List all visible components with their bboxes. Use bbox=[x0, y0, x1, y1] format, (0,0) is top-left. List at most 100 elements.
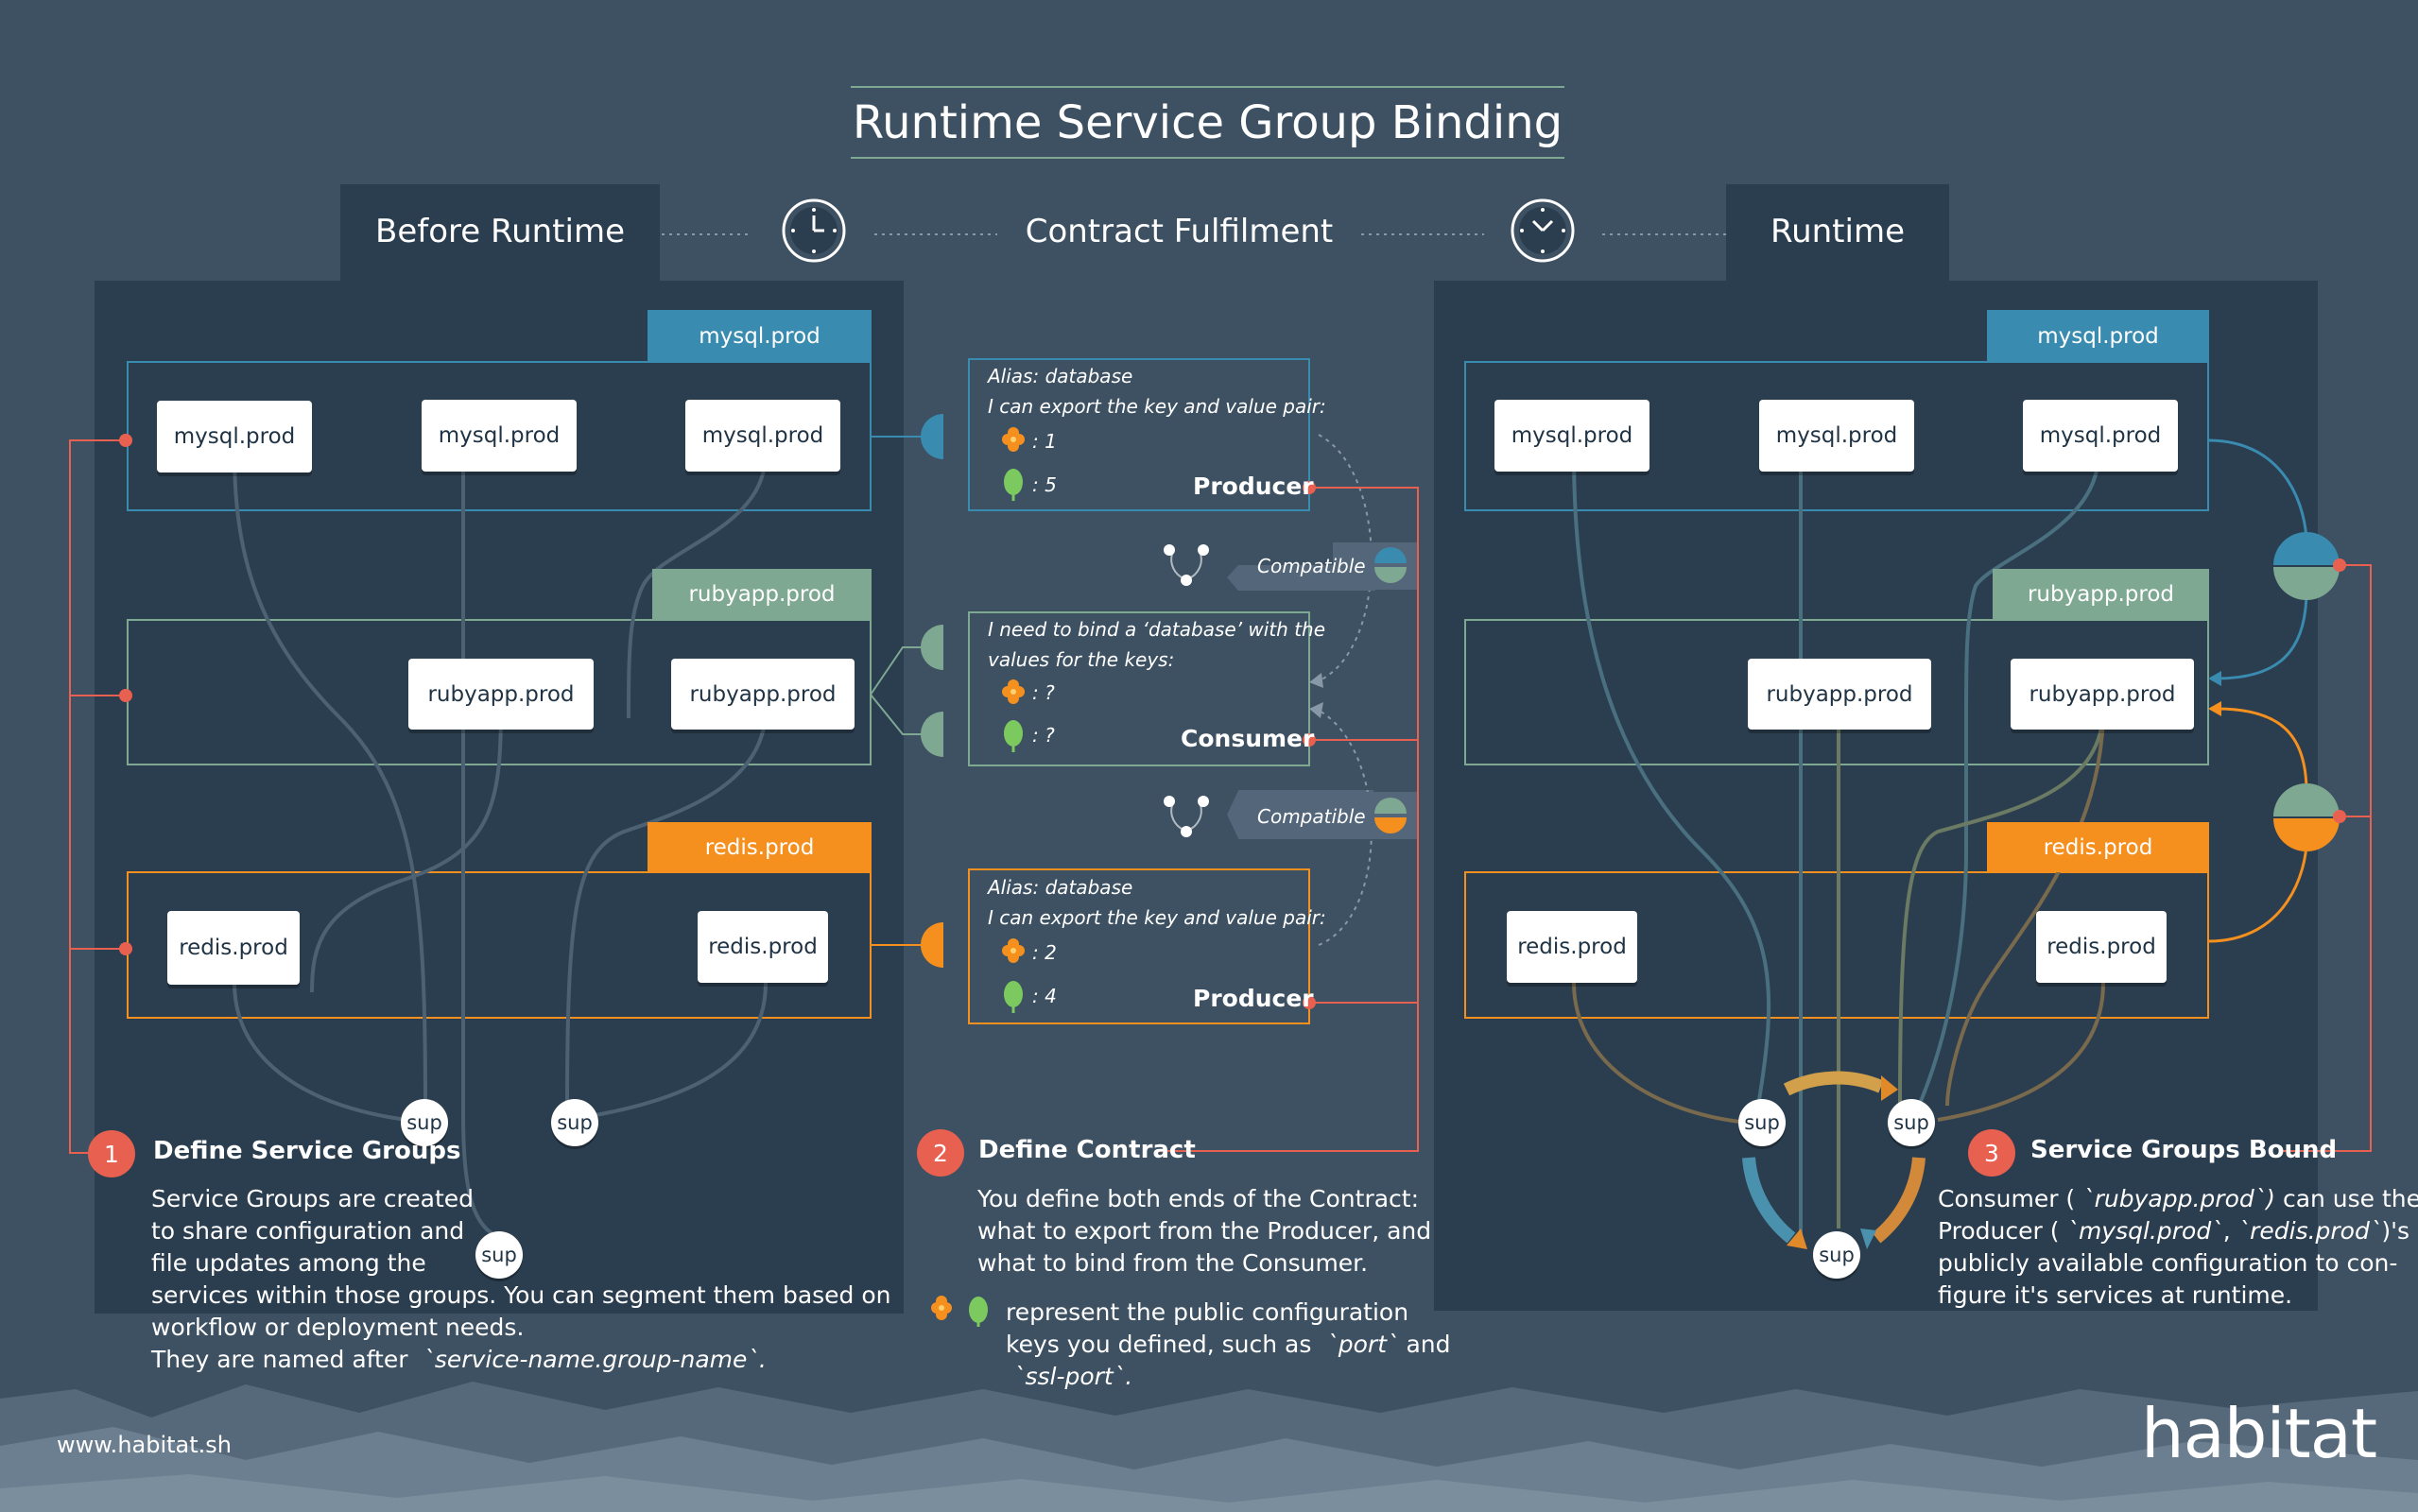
legend-code: `ssl-port`. bbox=[1012, 1363, 1133, 1390]
clock-icon bbox=[782, 198, 846, 263]
compatible-label: Compatible bbox=[1257, 555, 1366, 577]
service-chip-rubyapp: rubyapp.prod bbox=[408, 659, 594, 730]
binding-nodes bbox=[2273, 532, 2340, 851]
mountain-background bbox=[0, 1382, 2418, 1512]
producer-key-value: : 4 bbox=[1032, 985, 1057, 1007]
service-chip-redis: redis.prod bbox=[2036, 911, 2167, 983]
supervisor-ring-arrows bbox=[1742, 1071, 1926, 1244]
service-chip-mysql: mysql.prod bbox=[422, 400, 577, 472]
step-description-line: figure it's services at runtime. bbox=[1938, 1281, 2293, 1309]
leaf-icon bbox=[969, 1297, 988, 1327]
legend-line: `ssl-port`. bbox=[1006, 1361, 1451, 1393]
step-description-line: workflow or deployment needs. bbox=[151, 1314, 525, 1341]
contract-connectors bbox=[870, 414, 943, 968]
service-chip-mysql: mysql.prod bbox=[1494, 400, 1649, 472]
legend-line: keys you defined, such as `port` and bbox=[1006, 1329, 1451, 1361]
step-description: You define both ends of the Contract: wh… bbox=[977, 1183, 1431, 1280]
consumer-code: `rubyapp.prod`) bbox=[2082, 1185, 2275, 1212]
spinner-arcs bbox=[1170, 553, 1202, 831]
legend-line: represent the public configuration bbox=[1006, 1298, 1409, 1326]
legend-code: `port` bbox=[1326, 1331, 1399, 1358]
compatible-tag-2 bbox=[1333, 792, 1418, 839]
supervisor-node: sup bbox=[475, 1231, 523, 1279]
clock-icon bbox=[1511, 198, 1575, 263]
supervisor-ring-arrowheads bbox=[1787, 1075, 1898, 1249]
step-description-line: publicly available configuration to con- bbox=[1938, 1249, 2398, 1277]
producer-key-value: : 1 bbox=[1032, 430, 1057, 453]
compatibility-curves bbox=[1315, 434, 1373, 946]
producer-description: I can export the key and value pair: bbox=[988, 906, 1326, 929]
footer-url[interactable]: www.habitat.sh bbox=[57, 1432, 233, 1458]
group-tag-redis: redis.prod bbox=[1987, 822, 2209, 872]
step-description-line: You define both ends of the Contract: bbox=[977, 1185, 1420, 1212]
flower-icon bbox=[1002, 938, 1025, 963]
leaf-icon bbox=[1004, 469, 1023, 501]
compatibility-arrowheads bbox=[1309, 673, 1323, 718]
group-tag-mysql: mysql.prod bbox=[1987, 310, 2209, 362]
naming-code: `service-name.group-name`. bbox=[423, 1346, 767, 1373]
compatible-label: Compatible bbox=[1257, 805, 1366, 828]
producer-alias: Alias: database bbox=[988, 365, 1133, 387]
group-tag-mysql: mysql.prod bbox=[648, 310, 872, 362]
step-description: Consumer ( `rubyapp.prod`) can use the P… bbox=[1938, 1183, 2418, 1312]
phase-before-runtime: Before Runtime bbox=[375, 213, 625, 250]
compatible-tag-1 bbox=[1227, 542, 1418, 591]
service-chip-mysql: mysql.prod bbox=[1759, 400, 1914, 472]
binding-arrowheads bbox=[2208, 671, 2221, 716]
service-chip-redis: redis.prod bbox=[1507, 911, 1637, 983]
step-description-line: Consumer ( `rubyapp.prod`) can use the bbox=[1938, 1183, 2418, 1215]
producer-key-value: : 2 bbox=[1032, 941, 1057, 964]
leaf-icon bbox=[1004, 720, 1023, 752]
step-description-line: Producer ( `mysql.prod`, `redis.prod`)'s bbox=[1938, 1215, 2418, 1247]
service-chip-redis: redis.prod bbox=[698, 911, 828, 983]
gossip-lines-right bbox=[1572, 453, 2105, 1238]
step-legend: represent the public configuration keys … bbox=[1006, 1297, 1451, 1393]
step-description-line: Service Groups are created bbox=[151, 1185, 475, 1212]
service-chip-rubyapp: rubyapp.prod bbox=[1748, 659, 1931, 730]
producer-card-mysql bbox=[968, 358, 1310, 511]
service-chip-mysql: mysql.prod bbox=[157, 401, 312, 472]
step-title: Service Groups Bound bbox=[2030, 1136, 2338, 1164]
step-description: Service Groups are created to share conf… bbox=[151, 1183, 891, 1376]
runtime-bracket-dots bbox=[2333, 558, 2346, 823]
consumer-text: can use the bbox=[2282, 1185, 2418, 1212]
producer-code: `mysql.prod` bbox=[2066, 1217, 2223, 1245]
step-description-line: what to export from the Producer, and bbox=[977, 1217, 1432, 1245]
contract-bracket bbox=[1158, 487, 1419, 1152]
producer-role-label: Producer bbox=[1193, 472, 1314, 500]
supervisor-node: sup bbox=[1813, 1231, 1860, 1279]
supervisor-node: sup bbox=[401, 1099, 448, 1146]
service-chip-mysql: mysql.prod bbox=[2023, 400, 2178, 472]
consumer-description: I need to bind a ‘database’ with the bbox=[988, 618, 1326, 641]
consumer-role-label: Consumer bbox=[1181, 725, 1315, 752]
producer-role-label: Producer bbox=[1193, 985, 1314, 1012]
step-description-line: file updates among the bbox=[151, 1249, 426, 1277]
mysql-group-box bbox=[1464, 361, 2209, 511]
flower-icon bbox=[931, 1296, 952, 1320]
compatibility-spinner bbox=[1164, 544, 1209, 837]
producer-code: `redis.prod` bbox=[2237, 1217, 2382, 1245]
step-description-line: services within those groups. You can se… bbox=[151, 1281, 891, 1309]
step-description-line: what to bind from the Consumer. bbox=[977, 1249, 1369, 1277]
legend-text: keys you defined, such as bbox=[1006, 1331, 1312, 1358]
step-title: Define Contract bbox=[978, 1136, 1196, 1164]
producer-alias: Alias: database bbox=[988, 876, 1133, 899]
consumer-key-value: : ? bbox=[1032, 724, 1055, 747]
naming-text: They are named after bbox=[151, 1346, 408, 1373]
consumer-text: Consumer ( bbox=[1938, 1185, 2076, 1212]
producer-description: I can export the key and value pair: bbox=[988, 395, 1326, 418]
legend-text: and bbox=[1406, 1331, 1451, 1358]
supervisor-node: sup bbox=[551, 1099, 598, 1146]
step-description-line: to share configuration and bbox=[151, 1217, 465, 1245]
group-tag-rubyapp: rubyapp.prod bbox=[1993, 569, 2209, 620]
step-title: Define Service Groups bbox=[153, 1137, 461, 1165]
producer-text: )'s bbox=[2381, 1217, 2410, 1245]
service-chip-mysql: mysql.prod bbox=[685, 400, 840, 472]
step-description-line: They are named after `service-name.group… bbox=[151, 1344, 891, 1376]
step-number: 3 bbox=[1968, 1129, 2015, 1177]
supervisor-node: sup bbox=[1888, 1099, 1935, 1146]
producer-card-redis bbox=[968, 868, 1310, 1024]
group-tag-rubyapp: rubyapp.prod bbox=[652, 569, 872, 620]
contract-dots bbox=[1303, 481, 1316, 1009]
flower-icon bbox=[1002, 679, 1025, 704]
